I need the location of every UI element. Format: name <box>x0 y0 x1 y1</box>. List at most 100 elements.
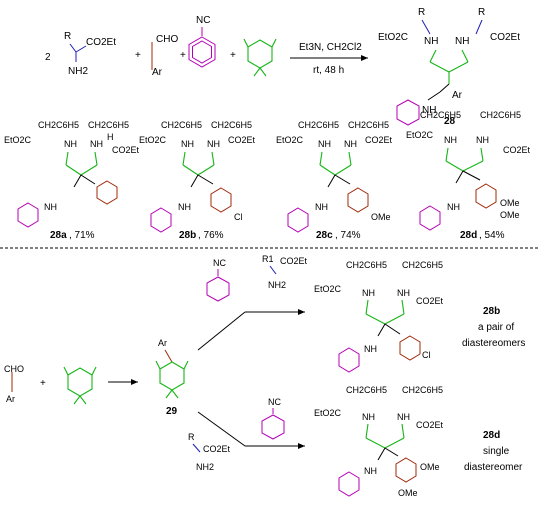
nh-right: NH <box>397 288 410 298</box>
aldehyde-reagent-bottom: CHO Ar <box>4 364 24 404</box>
ch2c6h5-left: CH2C6H5 <box>346 260 387 270</box>
isocyanide-nc: NC <box>213 258 226 268</box>
nh-amide: NH <box>44 202 57 212</box>
co2et: CO2Et <box>228 135 256 145</box>
nh-right: NH <box>476 135 489 145</box>
compound-28d: CH2C6H5 CH2C6H5 EtO2C NH NH CO2Et OMe OM… <box>406 110 531 241</box>
eto2c: EtO2C <box>314 284 342 294</box>
nh-amide: NH <box>364 344 377 354</box>
eto2c: EtO2C <box>276 135 304 145</box>
coefficient: 2 <box>45 52 51 63</box>
isocyanide-reagent: NC <box>188 15 216 68</box>
nh-right: NH <box>90 139 103 149</box>
compound-yield: , 54% <box>479 230 505 241</box>
h: H <box>107 132 114 142</box>
ch2c6h5-right: CH2C6H5 <box>211 120 252 130</box>
result-bottom-desc1: single <box>483 446 510 457</box>
co2et: CO2Et <box>503 145 531 155</box>
compound-28a: CH2C6H5 CH2C6H5 EtO2C NH NH H CO2Et NH 2… <box>4 120 140 241</box>
aldehyde-cho: CHO <box>4 364 24 374</box>
product-ar: Ar <box>452 90 463 101</box>
amine-ester: CO2Et <box>203 444 231 454</box>
product-label: 28 <box>444 116 456 127</box>
amine-reagent-lower: R CO2Et NH2 <box>188 432 231 472</box>
amine-reagent-upper: R1 CO2Et NH2 <box>262 254 308 290</box>
ch2c6h5-left: CH2C6H5 <box>38 120 79 130</box>
nh-left: NH <box>362 288 375 298</box>
nh-left: NH <box>64 139 77 149</box>
aldehyde-reagent: CHO Ar <box>151 34 178 78</box>
amine-nh2: NH2 <box>268 280 286 290</box>
top-reaction: 2 R CO2Et NH2 + CHO Ar + NC + <box>45 7 520 127</box>
compound-id: 28c <box>316 230 333 241</box>
nh-right: NH <box>397 412 410 422</box>
meldrums-acid-reagent <box>243 38 277 77</box>
ch2c6h5-right: CH2C6H5 <box>402 260 443 270</box>
ome-1: OMe <box>500 198 520 208</box>
ome-2: OMe <box>500 210 520 220</box>
isocyanide-nc: NC <box>196 15 210 26</box>
ch2c6h5-right: CH2C6H5 <box>480 110 521 120</box>
plus-2: + <box>180 50 186 61</box>
compound-28b: CH2C6H5 CH2C6H5 EtO2C NH NH CO2Et Cl NH … <box>139 120 256 241</box>
product-amide-nh: NH <box>422 105 436 116</box>
intermediate-ar: Ar <box>158 338 167 348</box>
nh-right: NH <box>344 139 357 149</box>
compound-id: 28a <box>50 230 67 241</box>
result-top-desc2: diastereomers <box>462 338 525 349</box>
intermediate-label: 29 <box>166 406 178 417</box>
conditions-line1: Et3N, CH2Cl2 <box>299 42 362 53</box>
compound-id: 28d <box>460 230 477 241</box>
result-top-id: 28b <box>483 306 500 317</box>
nh-left: NH <box>444 135 457 145</box>
nh-left: NH <box>318 139 331 149</box>
ome-1: OMe <box>420 462 440 472</box>
co2et: CO2Et <box>365 135 393 145</box>
compound-id: 28b <box>179 230 196 241</box>
cl: Cl <box>422 350 431 360</box>
plus-bottom: + <box>40 378 46 389</box>
intermediate-29: Ar 29 <box>155 338 189 417</box>
ch2c6h5-right: CH2C6H5 <box>348 120 389 130</box>
isocyanide-nc: NC <box>268 397 281 407</box>
ch2c6h5-right: CH2C6H5 <box>402 385 443 395</box>
product-ester-right: CO2Et <box>490 32 520 43</box>
aldehyde-cho: CHO <box>156 34 178 45</box>
result-bottom-desc2: diastereomer <box>464 462 523 473</box>
isocyanide-upper: NC <box>206 258 230 302</box>
nh-left: NH <box>362 412 375 422</box>
ome-2: OMe <box>398 488 418 498</box>
nh-amide: NH <box>447 202 460 212</box>
result-28b: CH2C6H5 CH2C6H5 EtO2C NH NH CO2Et Cl NH … <box>314 260 525 373</box>
compound-yield: , 76% <box>198 230 224 241</box>
ch2c6h5-left: CH2C6H5 <box>346 385 387 395</box>
aldehyde-ar: Ar <box>6 394 15 404</box>
compound-yield: , 74% <box>335 230 361 241</box>
ch2c6h5-left: CH2C6H5 <box>420 110 461 120</box>
product-r-right: R <box>478 7 485 18</box>
eto2c: EtO2C <box>139 135 167 145</box>
eto2c: EtO2C <box>314 408 342 418</box>
amino-ester-amine: NH2 <box>68 66 88 77</box>
product-nh-left: NH <box>424 36 438 47</box>
product-r-left: R <box>418 7 425 18</box>
nh-amide: NH <box>364 466 377 476</box>
ome: OMe <box>371 212 391 222</box>
result-bottom-id: 28d <box>483 430 500 441</box>
conditions-line2: rt, 48 h <box>313 65 344 76</box>
plus-3: + <box>230 50 236 61</box>
co2et: CO2Et <box>416 420 444 430</box>
amine-nh2: NH2 <box>196 462 214 472</box>
nh-amide: NH <box>178 202 191 212</box>
compound-row: CH2C6H5 CH2C6H5 EtO2C NH NH H CO2Et NH 2… <box>4 110 531 241</box>
result-top-desc1: a pair of <box>478 322 514 333</box>
nh-left: NH <box>181 139 194 149</box>
nh-right: NH <box>207 139 220 149</box>
nh-amide: NH <box>315 202 328 212</box>
co2et: CO2Et <box>416 296 444 306</box>
result-28d: CH2C6H5 CH2C6H5 EtO2C NH NH CO2Et OMe OM… <box>314 385 523 498</box>
product-nh-right: NH <box>455 36 469 47</box>
amino-ester-reagent: R CO2Et NH2 <box>64 31 116 77</box>
amino-ester-ester: CO2Et <box>86 37 116 48</box>
bottom-scheme: CHO Ar + Ar 29 NC <box>4 254 525 498</box>
